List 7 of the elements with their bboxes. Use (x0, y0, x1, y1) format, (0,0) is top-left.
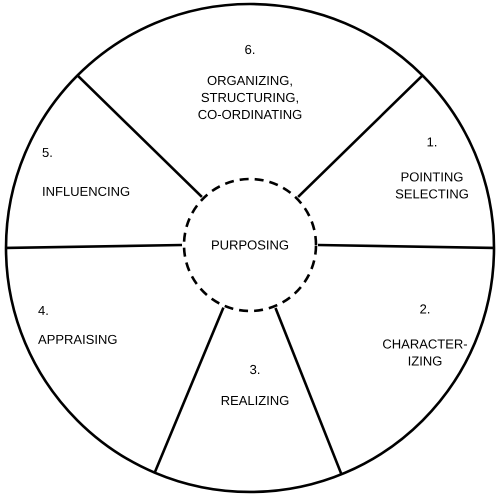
sector: 1. POINTING SELECTING (396, 137, 468, 199)
sector: 5. INFLUENCING (42, 148, 130, 196)
wheel-circle (4, 2, 496, 494)
sector: 4. APPRAISING (38, 306, 116, 344)
sector: 3. REALIZING (222, 364, 288, 406)
sector: 6. ORGANIZING, STRUCTURING, CO-ORDINATING (198, 44, 302, 120)
sector: 2. CHARACTER- IZING (383, 304, 468, 366)
